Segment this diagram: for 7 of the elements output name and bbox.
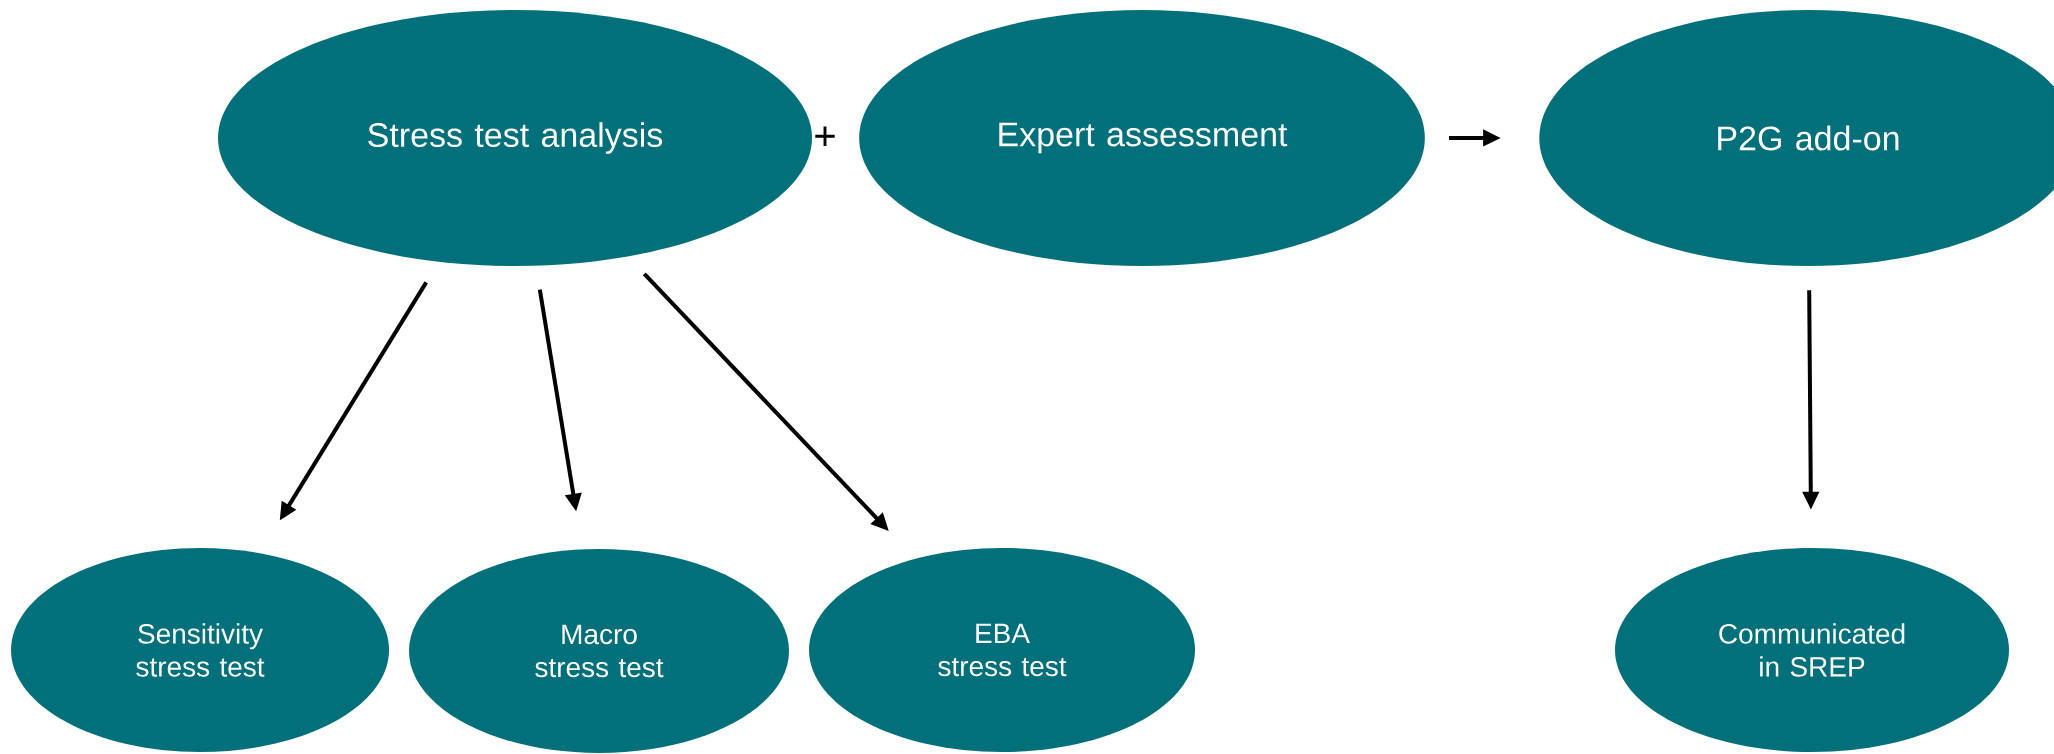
ellipse-node: Sensitivity stress test — [11, 548, 389, 752]
ellipse-node: Macro stress test — [409, 549, 789, 753]
ellipse-node: Stress test analysis — [218, 10, 812, 266]
ellipse-node: Expert assessment — [859, 10, 1425, 266]
ellipse-node: EBA stress test — [809, 548, 1195, 752]
plus-sign: + — [815, 126, 835, 147]
ellipse-node: Communicated in SREP — [1615, 548, 2009, 752]
